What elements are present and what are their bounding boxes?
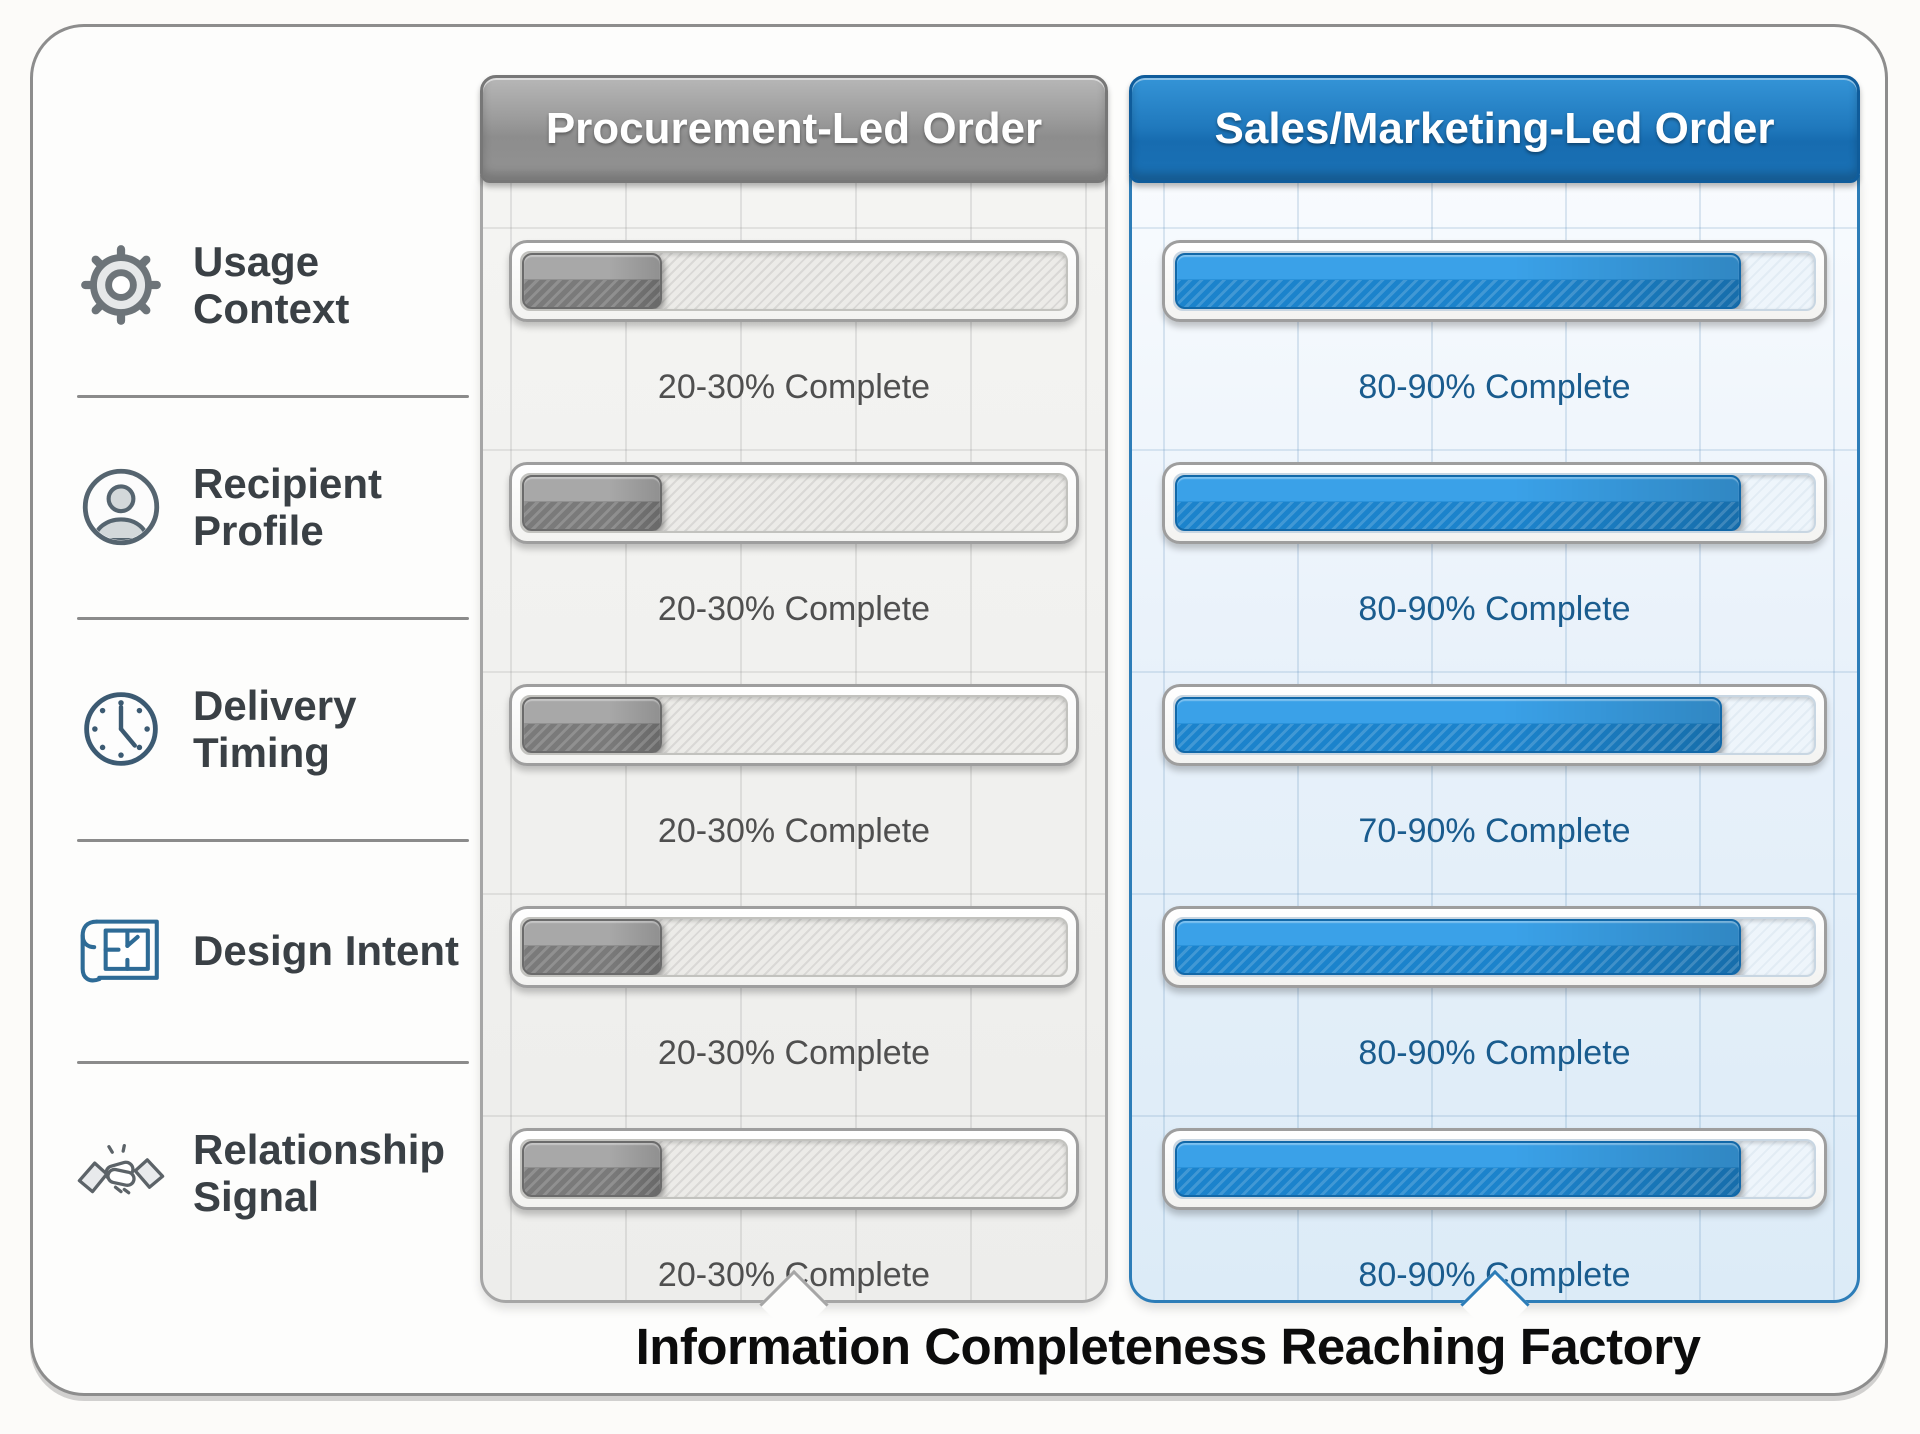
- progress-label: 20-30% Complete: [657, 368, 931, 406]
- category-label: Design Intent: [193, 927, 460, 975]
- handshake-icon: [75, 1127, 167, 1219]
- category-row-design-intent: Design Intent: [75, 869, 485, 1033]
- blueprint-icon: [75, 905, 167, 997]
- progress-track: [1173, 1139, 1816, 1199]
- progress-fill: [1175, 253, 1742, 309]
- progress-bar: [509, 1128, 1079, 1210]
- progress-track: [520, 251, 1068, 311]
- progress-track: [1173, 917, 1816, 977]
- progress-bar: [1162, 906, 1827, 988]
- progress-fill: [1175, 475, 1742, 531]
- progress-label: 70-90% Complete: [1358, 812, 1631, 850]
- figure-frame: Usage Context Recipient Profile: [30, 24, 1888, 1396]
- progress-track: [1173, 473, 1816, 533]
- user-icon: [75, 461, 167, 553]
- progress-label: 20-30% Complete: [657, 590, 931, 628]
- sales-marketing-panel-body: 80-90% Complete 80-90% Complete 70-90% C…: [1129, 175, 1860, 1340]
- progress-label: 80-90% Complete: [1358, 590, 1631, 628]
- progress-bar: [509, 462, 1079, 544]
- progress-track: [1173, 251, 1816, 311]
- category-divider: [77, 617, 469, 620]
- progress-track: [1173, 695, 1816, 755]
- progress-bar: [1162, 684, 1827, 766]
- progress-fill: [1175, 919, 1742, 975]
- progress-track: [520, 917, 1068, 977]
- progress-label: 80-90% Complete: [1358, 368, 1631, 406]
- clock-icon: [75, 683, 167, 775]
- procurement-panel-header: Procurement-Led Order: [480, 75, 1108, 183]
- category-row-usage-context: Usage Context: [75, 203, 485, 367]
- sales-marketing-panel-header: Sales/Marketing-Led Order: [1129, 75, 1860, 183]
- category-label: Usage Context: [193, 237, 350, 332]
- progress-bar: [1162, 1128, 1827, 1210]
- progress-fill: [1175, 1141, 1742, 1197]
- progress-fill: [522, 697, 662, 753]
- category-row-delivery-timing: Delivery Timing: [75, 647, 485, 811]
- category-divider: [77, 395, 469, 398]
- category-row-relationship-signal: Relationship Signal: [75, 1091, 485, 1255]
- progress-bar: [1162, 240, 1827, 322]
- progress-bar: [509, 684, 1079, 766]
- progress-track: [520, 695, 1068, 755]
- progress-fill: [522, 253, 662, 309]
- category-row-recipient-profile: Recipient Profile: [75, 425, 485, 589]
- progress-track: [520, 473, 1068, 533]
- procurement-panel-body: 20-30% Complete 20-30% Complete 20-30% C…: [480, 175, 1108, 1340]
- progress-bar: [1162, 462, 1827, 544]
- category-divider: [77, 839, 469, 842]
- category-label: Delivery Timing: [193, 681, 357, 776]
- category-divider: [77, 1061, 469, 1064]
- progress-label: 80-90% Complete: [1358, 1034, 1631, 1072]
- progress-fill: [522, 919, 662, 975]
- progress-fill: [1175, 697, 1723, 753]
- figure-caption: Information Completeness Reaching Factor…: [635, 1318, 1701, 1375]
- progress-fill: [522, 1141, 662, 1197]
- progress-bar: [509, 240, 1079, 322]
- progress-track: [520, 1139, 1068, 1199]
- progress-label: 20-30% Complete: [657, 812, 931, 850]
- progress-fill: [522, 475, 662, 531]
- progress-bar: [509, 906, 1079, 988]
- gear-icon: [75, 239, 167, 331]
- progress-label: 20-30% Complete: [657, 1034, 931, 1072]
- category-label: Recipient Profile: [193, 459, 383, 554]
- category-label: Relationship Signal: [193, 1125, 446, 1220]
